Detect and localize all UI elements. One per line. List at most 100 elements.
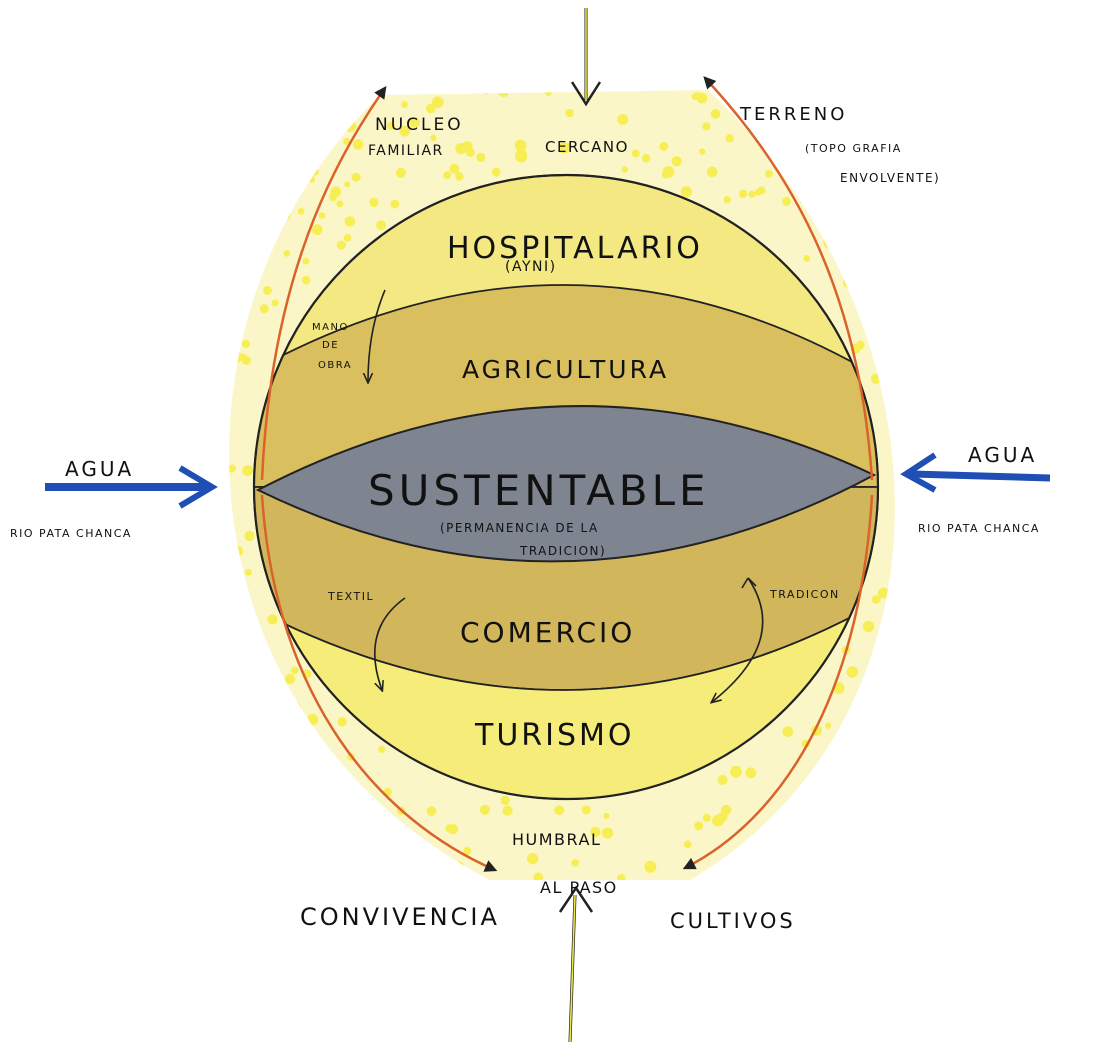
yellow-dot	[816, 865, 826, 875]
yellow-dot	[351, 172, 361, 182]
label-familiar: FAMILIAR	[368, 143, 444, 159]
yellow-dot	[390, 199, 400, 209]
yellow-dot	[702, 122, 711, 131]
yellow-dot	[241, 790, 248, 798]
yellow-dot	[245, 568, 252, 576]
yellow-dot	[350, 852, 358, 860]
label-obra: OBRA	[318, 360, 352, 371]
yellow-dot	[621, 166, 628, 173]
yellow-dot	[466, 148, 475, 157]
yellow-dot	[571, 859, 580, 867]
label-mano: MANO	[312, 322, 349, 333]
yellow-dot	[877, 725, 886, 734]
yellow-dot	[710, 109, 721, 119]
yellow-dot	[877, 93, 887, 102]
yellow-dot	[290, 666, 299, 675]
yellow-dot	[284, 673, 296, 685]
yellow-dot	[352, 139, 364, 150]
yellow-dot	[455, 172, 464, 181]
label-humbral: HUMBRAL	[512, 830, 601, 849]
yellow-dot	[244, 530, 255, 542]
yellow-dot	[264, 242, 272, 250]
yellow-dot	[369, 197, 379, 208]
yellow-dot	[482, 90, 490, 95]
yellow-dot	[251, 147, 258, 154]
yellow-dot	[395, 167, 406, 178]
yellow-dot	[241, 746, 250, 754]
yellow-dot	[431, 96, 444, 109]
yellow-dot	[823, 237, 835, 249]
yellow-dot	[671, 156, 682, 167]
yellow-dot	[581, 805, 591, 815]
yellow-dot	[765, 169, 773, 178]
yellow-dot	[426, 806, 437, 816]
label-al-paso: AL PASO	[540, 878, 618, 897]
yellow-dot	[283, 250, 291, 257]
yellow-dot	[378, 745, 386, 753]
yellow-dot	[644, 860, 657, 873]
yellow-dot	[533, 872, 544, 880]
yellow-dot	[564, 142, 572, 150]
yellow-dot	[699, 148, 706, 155]
yellow-dot	[283, 95, 296, 108]
yellow-dot	[257, 830, 269, 843]
yellow-dot	[479, 804, 490, 815]
yellow-dot	[748, 190, 756, 198]
yellow-dot	[401, 101, 408, 108]
label-envolvente: ENVOLVENTE)	[840, 171, 940, 185]
yellow-dot	[301, 275, 311, 285]
yellow-dot	[683, 840, 692, 849]
yellow-dot	[491, 167, 501, 177]
label-tradicion: TRADICON	[769, 588, 840, 601]
yellow-dot	[331, 871, 341, 880]
yellow-dot	[385, 840, 393, 848]
yellow-dot	[527, 90, 538, 93]
yellow-dot	[295, 94, 303, 102]
yellow-dot	[267, 614, 278, 625]
yellow-dot	[337, 717, 347, 727]
yellow-dot	[842, 90, 851, 92]
yellow-dot	[229, 464, 237, 473]
yellow-dot	[869, 231, 880, 242]
arrow-to-cultivos	[682, 494, 874, 870]
yellow-dot	[425, 103, 436, 114]
yellow-dot	[725, 134, 734, 143]
yellow-dot	[602, 827, 614, 839]
yellow-dot	[232, 545, 244, 557]
yellow-dot	[554, 805, 565, 816]
label-tradicion-paren: TRADICION)	[519, 544, 606, 558]
yellow-dot	[306, 713, 319, 726]
yellow-dot	[413, 81, 422, 90]
yellow-dot	[453, 861, 465, 873]
arrow-to-terreno	[703, 76, 874, 481]
yellow-dot	[745, 767, 757, 779]
yellow-dot	[336, 240, 346, 250]
yellow-dot	[860, 780, 868, 788]
yellow-dot	[263, 285, 272, 295]
vertical-arrows	[558, 8, 602, 1043]
yellow-dot	[297, 208, 305, 215]
yellow-dot	[403, 868, 413, 879]
yellow-dot	[498, 90, 510, 98]
yellow-dot	[289, 189, 295, 195]
yellow-dot	[662, 166, 675, 178]
yellow-dot	[280, 196, 288, 204]
yellow-dot	[856, 232, 866, 241]
arrow-to-nucleo	[260, 85, 387, 481]
yellow-dot	[803, 255, 811, 262]
yellow-dot	[264, 787, 275, 798]
yellow-dot	[782, 197, 791, 206]
label-ayni: (AYNI)	[505, 259, 557, 275]
yellow-dot	[237, 763, 249, 775]
yellow-dot	[748, 92, 759, 103]
internal-arrows	[368, 289, 764, 702]
yellow-dot	[322, 808, 332, 818]
yellow-dot	[240, 261, 251, 271]
yellow-dot	[836, 768, 847, 779]
yellow-dot	[239, 353, 247, 361]
yellow-dot	[268, 180, 279, 190]
yellow-dot	[841, 844, 854, 857]
yellow-dot	[833, 158, 841, 166]
yellow-dot	[476, 152, 486, 162]
